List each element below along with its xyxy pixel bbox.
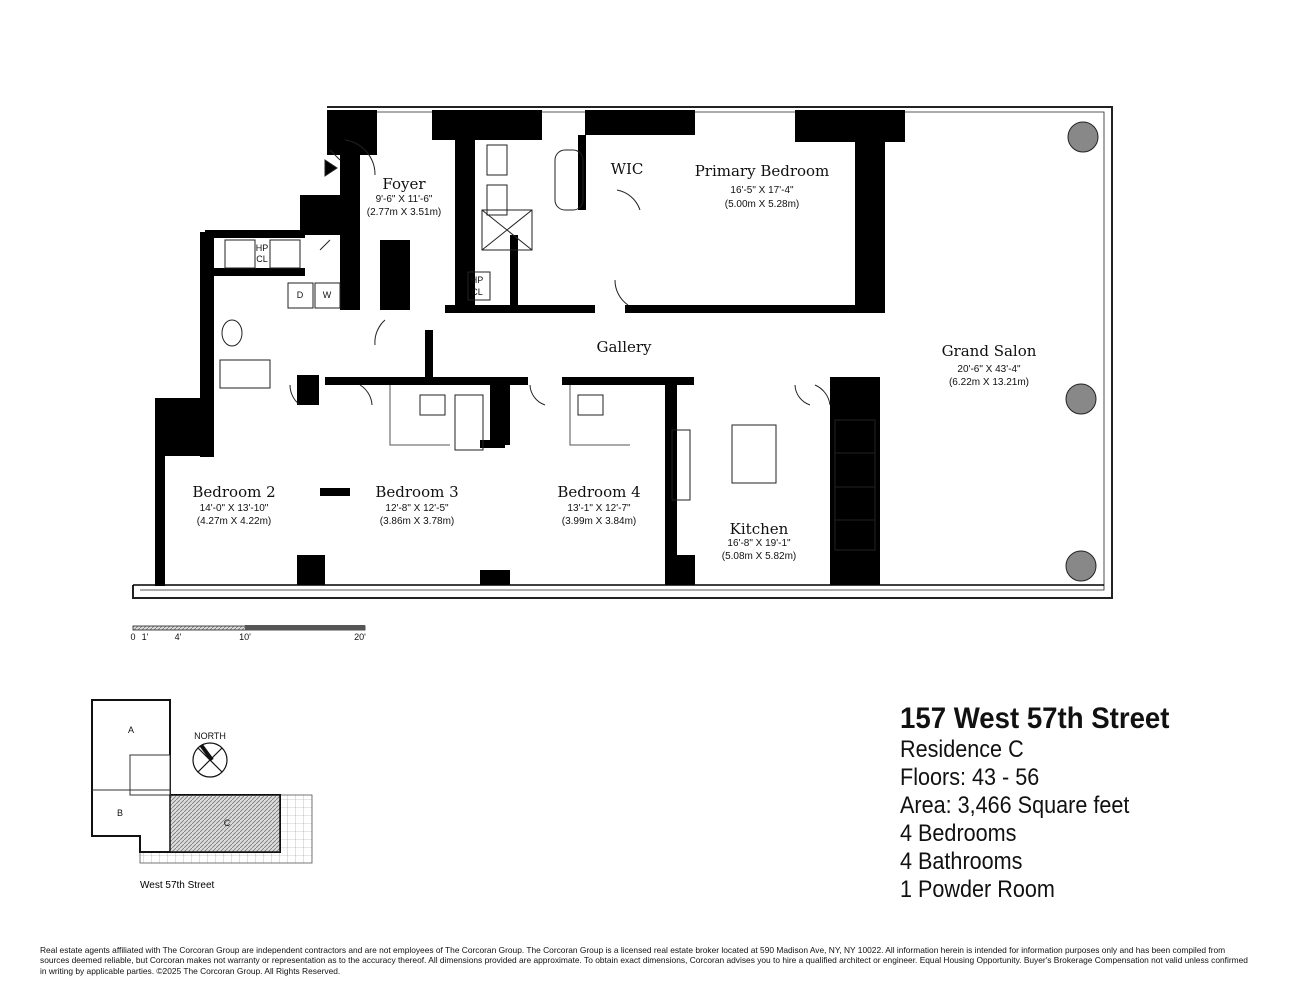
room-name-wic: WIC — [611, 160, 644, 178]
room-name-bedroom-2: Bedroom 2 — [192, 483, 275, 501]
room-name-foyer: Foyer — [382, 175, 426, 193]
scale-tick: 0 — [130, 632, 135, 642]
column — [1065, 550, 1097, 582]
listing-area: Area: 3,466 Square feet — [900, 792, 1130, 819]
listing-address: 157 West 57th Street — [900, 702, 1170, 735]
listing-bathrooms: 4 Bathrooms — [900, 848, 1023, 875]
room-dim-bedroom-3: 12'-8" X 12'-5" — [385, 503, 449, 514]
room-dim-bedroom-4: 13'-1" X 12'-7" — [567, 503, 631, 514]
room-name-bedroom-3: Bedroom 3 — [375, 483, 458, 501]
disclaimer: Real estate agents affiliated with The C… — [40, 945, 1248, 976]
room-metric-primary-bedroom: (5.00m X 5.28m) — [725, 199, 799, 210]
scale-bar: 0 1' 4' 10' 20' — [130, 625, 366, 642]
key-unit-a: A — [128, 725, 134, 735]
room-metric-bedroom-4: (3.99m X 3.84m) — [562, 516, 636, 527]
room-metric-bedroom-3: (3.86m X 3.78m) — [380, 516, 454, 527]
fixtures — [219, 144, 876, 551]
key-street-label: West 57th Street — [140, 880, 215, 891]
room-dim-foyer: 9'-6" X 11'-6" — [376, 194, 433, 205]
room-dim-kitchen: 16'-8" X 19'-1" — [727, 538, 791, 549]
column — [1065, 383, 1097, 415]
walls — [155, 110, 905, 586]
scale-tick: 1' — [142, 632, 149, 642]
room-metric-grand-salon: (6.22m X 13.21m) — [949, 377, 1029, 388]
key-unit-c: C — [224, 818, 231, 828]
listing-powder-room: 1 Powder Room — [900, 876, 1055, 903]
room-dim-grand-salon: 20'-6" X 43'-4" — [957, 364, 1021, 375]
north-label: NORTH — [194, 731, 226, 741]
scale-tick: 10' — [239, 632, 251, 642]
hp-label: HP — [471, 275, 484, 285]
washer-label: W — [323, 290, 332, 300]
cl-label: CL — [471, 287, 483, 297]
key-plan: A B C NORTH West 57th Street — [91, 699, 313, 891]
room-name-primary-bedroom: Primary Bedroom — [695, 162, 830, 180]
scale-tick: 4' — [175, 632, 182, 642]
room-name-bedroom-4: Bedroom 4 — [557, 483, 640, 501]
room-metric-kitchen: (5.08m X 5.82m) — [722, 551, 796, 562]
north-arrow-icon — [192, 742, 228, 778]
room-metric-bedroom-2: (4.27m X 4.22m) — [197, 516, 271, 527]
room-name-gallery: Gallery — [596, 338, 652, 356]
key-unit-b: B — [117, 808, 123, 818]
listing-floors: Floors: 43 - 56 — [900, 764, 1040, 791]
columns — [1065, 121, 1099, 582]
room-dim-bedroom-2: 14'-0" X 13'-10" — [200, 503, 269, 514]
column — [1067, 121, 1099, 153]
room-dim-primary-bedroom: 16'-5" X 17'-4" — [730, 185, 794, 196]
terrace-outline — [132, 106, 1113, 599]
hp-label: HP — [256, 243, 269, 253]
listing-info: 157 West 57th Street Residence C Floors:… — [900, 704, 1193, 902]
listing-bedrooms: 4 Bedrooms — [900, 820, 1017, 847]
dryer-label: D — [297, 290, 304, 300]
room-metric-foyer: (2.77m X 3.51m) — [367, 207, 441, 218]
cl-label: CL — [256, 254, 268, 264]
scale-tick: 20' — [354, 632, 366, 642]
room-name-grand-salon: Grand Salon — [942, 342, 1037, 360]
listing-residence: Residence C — [900, 736, 1024, 763]
doors — [289, 139, 831, 406]
room-name-kitchen: Kitchen — [730, 520, 789, 538]
